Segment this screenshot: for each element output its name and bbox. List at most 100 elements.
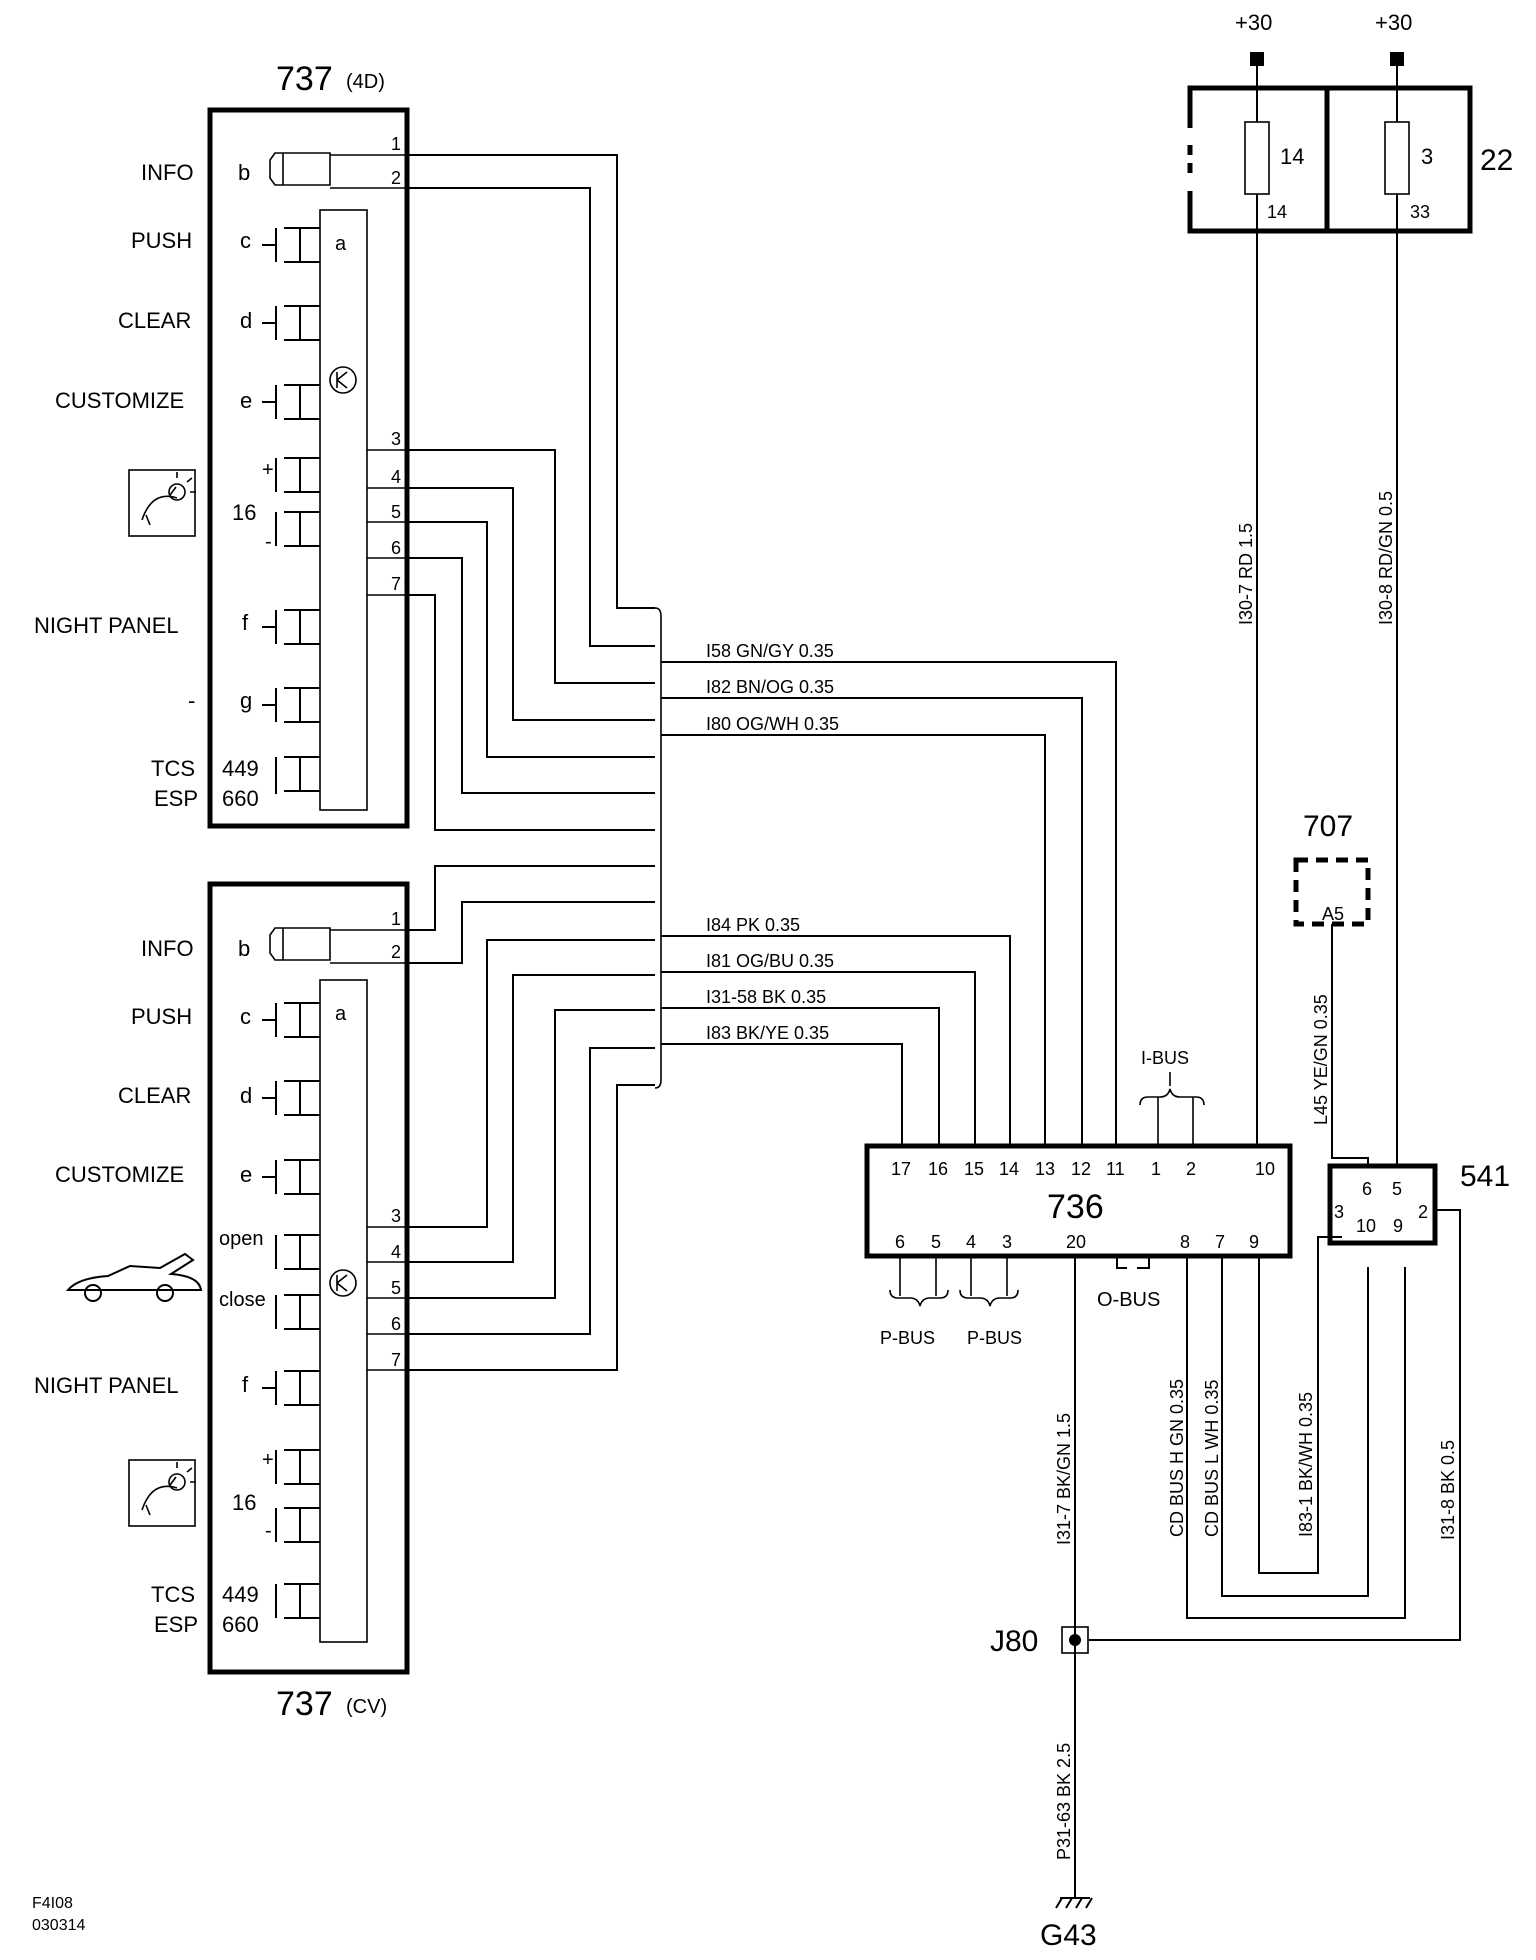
pin-541-3: 3	[1334, 1202, 1344, 1222]
pin-541-9: 9	[1393, 1216, 1403, 1236]
pins-737-4d: 1 2 3 4 5 6 7	[330, 134, 407, 596]
wire-label-cd-bus-l: CD BUS L WH 0.35	[1202, 1380, 1222, 1537]
letter-d: d	[240, 1083, 252, 1108]
letter-f: f	[242, 610, 249, 635]
p-bus-label-1: P-BUS	[880, 1328, 935, 1348]
pin-1: 1	[391, 134, 401, 154]
pin-4: 4	[391, 467, 401, 487]
letter-b: b	[238, 160, 250, 185]
pin-10: 10	[1255, 1159, 1275, 1179]
info-switch-4d	[269, 152, 331, 186]
pin-11: 11	[1106, 1159, 1125, 1179]
pins-737-cv: 1 2 3 4 5 6 7	[330, 909, 407, 1371]
pin-a5: A5	[1322, 904, 1344, 924]
wire-label-i83: I83 BK/YE 0.35	[706, 1023, 829, 1043]
module-a-letter: a	[335, 233, 347, 255]
cd-bus-wires: CD BUS H GN 0.35 CD BUS L WH 0.35 I83-1 …	[1167, 1236, 1406, 1619]
fuse-3-rating: 3	[1421, 144, 1433, 169]
component-707-number: 707	[1303, 810, 1353, 843]
pin-5: 5	[931, 1232, 941, 1252]
component-737-cv-number: 737	[276, 1685, 333, 1723]
component-707: 707 A5 L45 YE/GN 0.35	[1293, 810, 1371, 1166]
label-customize: CUSTOMIZE	[55, 1162, 184, 1187]
pin-541-10: 10	[1356, 1216, 1376, 1236]
transistor-symbol	[329, 1269, 357, 1297]
component-541-number: 541	[1460, 1160, 1510, 1193]
label-16: 16	[232, 1490, 256, 1515]
pin-2: 2	[391, 942, 401, 962]
pin-1: 1	[1151, 1159, 1161, 1179]
fuse-box-22: 22 +30 +30 14 3 14 33	[1187, 10, 1513, 234]
wire-label-i30-7: I30-7 RD 1.5	[1236, 523, 1256, 625]
letter-g: g	[240, 688, 252, 713]
pin-541-5: 5	[1392, 1179, 1402, 1199]
label-660: 660	[222, 786, 259, 811]
wire-label-i30-8: I30-8 RD/GN 0.5	[1376, 491, 1396, 625]
pin-7: 7	[1215, 1232, 1225, 1252]
pin-7: 7	[391, 1350, 401, 1370]
splice-j80-label: J80	[990, 1625, 1038, 1658]
pin-6: 6	[895, 1232, 905, 1252]
label-clear: CLEAR	[118, 1083, 191, 1108]
fuse-3	[1384, 121, 1410, 195]
label-info: INFO	[141, 936, 194, 961]
wire-label-i82: I82 BN/OG 0.35	[706, 677, 834, 697]
wire-label-i84: I84 PK 0.35	[706, 915, 800, 935]
i-bus: I-BUS	[1139, 1048, 1205, 1146]
push-switch-symbols-cv	[262, 1002, 320, 1619]
fuse-14-rating: 14	[1280, 144, 1304, 169]
letter-f: f	[242, 1372, 249, 1397]
backlight-dimmer-icon	[128, 1459, 196, 1527]
pin-8: 8	[1180, 1232, 1190, 1252]
pin-7: 7	[391, 574, 401, 594]
fuse-3-terminal: 33	[1410, 202, 1430, 222]
component-737-4d-housing	[207, 107, 410, 829]
pin-5: 5	[391, 1278, 401, 1298]
transistor-symbol	[329, 366, 357, 394]
supply-plus30-a: +30	[1235, 10, 1272, 35]
label-open: open	[219, 1228, 264, 1250]
pin-2: 2	[391, 168, 401, 188]
pin-6: 6	[391, 538, 401, 558]
pin-20: 20	[1066, 1232, 1086, 1252]
label-push: PUSH	[131, 228, 192, 253]
wire-label-i58: I58 GN/GY 0.35	[706, 641, 834, 661]
footer-code: F4I08	[32, 1895, 73, 1912]
ground-g43-label: G43	[1040, 1919, 1097, 1952]
label-dash: -	[188, 688, 195, 713]
i-bus-label: I-BUS	[1141, 1048, 1189, 1068]
pin-541-6: 6	[1362, 1179, 1372, 1199]
pin-6: 6	[391, 1314, 401, 1334]
component-737-4d-suffix: (4D)	[346, 71, 385, 93]
footer-date: 030314	[32, 1917, 85, 1934]
pin-1: 1	[391, 909, 401, 929]
label-night-panel: NIGHT PANEL	[34, 613, 179, 638]
splice-j80	[1061, 1626, 1089, 1654]
component-737-cv-housing	[207, 881, 410, 1675]
wire-label-i81: I81 OG/BU 0.35	[706, 951, 834, 971]
label-449: 449	[222, 1582, 259, 1607]
label-close: close	[219, 1289, 266, 1311]
wire-label-cd-bus-h: CD BUS H GN 0.35	[1167, 1379, 1187, 1537]
backlight-dimmer-icon	[128, 469, 196, 537]
label-tcs: TCS	[151, 1582, 195, 1607]
pin-16: 16	[928, 1159, 948, 1179]
pin-17: 17	[891, 1159, 911, 1179]
pin-15: 15	[964, 1159, 984, 1179]
info-switch-cv	[269, 927, 331, 961]
label-customize: CUSTOMIZE	[55, 388, 184, 413]
module-a-cv	[319, 979, 368, 1643]
pin-14: 14	[999, 1159, 1019, 1179]
label-tcs: TCS	[151, 756, 195, 781]
label-16: 16	[232, 500, 256, 525]
pin-5: 5	[391, 502, 401, 522]
component-737-4d-number: 737	[276, 60, 333, 98]
pin-13: 13	[1035, 1159, 1055, 1179]
wire-label-i31-58: I31-58 BK 0.35	[706, 987, 826, 1007]
wires-splice-to-736: I58 GN/GY 0.35 I82 BN/OG 0.35 I80 OG/WH …	[661, 641, 1117, 1146]
label-night-panel: NIGHT PANEL	[34, 1373, 179, 1398]
pin-541-2: 2	[1418, 1202, 1428, 1222]
o-bus-label: O-BUS	[1097, 1289, 1160, 1311]
supply-wires: I30-7 RD 1.5 I30-8 RD/GN 0.5	[1236, 194, 1398, 1166]
